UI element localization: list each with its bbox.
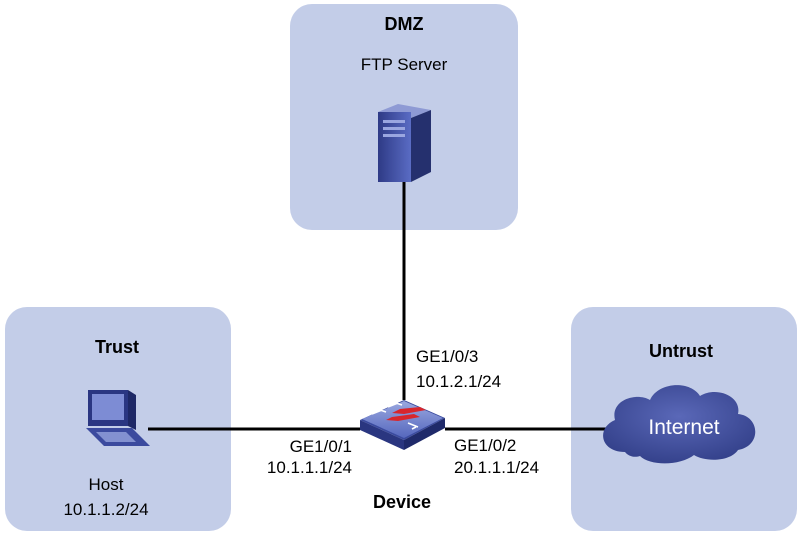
dmz-zone-title: DMZ <box>385 14 424 34</box>
host-label: Host <box>89 475 124 494</box>
ge101-ip: 10.1.1.1/24 <box>267 458 352 477</box>
ge102-name: GE1/0/2 <box>454 436 516 455</box>
device-label: Device <box>373 492 431 512</box>
ge103-name: GE1/0/3 <box>416 347 478 366</box>
trust-zone-title: Trust <box>95 337 139 357</box>
internet-label: Internet <box>648 416 719 439</box>
internet-cloud-icon <box>603 385 756 464</box>
ge102-ip: 20.1.1.1/24 <box>454 458 539 477</box>
ge103-ip: 10.1.2.1/24 <box>416 372 501 391</box>
host-computer-icon <box>86 390 150 446</box>
host-ip: 10.1.1.2/24 <box>63 500 148 519</box>
ge101-name: GE1/0/1 <box>290 437 352 456</box>
server-icon <box>378 104 431 182</box>
ftp-server-label: FTP Server <box>361 55 448 74</box>
firewall-device-icon <box>360 400 445 450</box>
untrust-zone-title: Untrust <box>649 341 713 361</box>
